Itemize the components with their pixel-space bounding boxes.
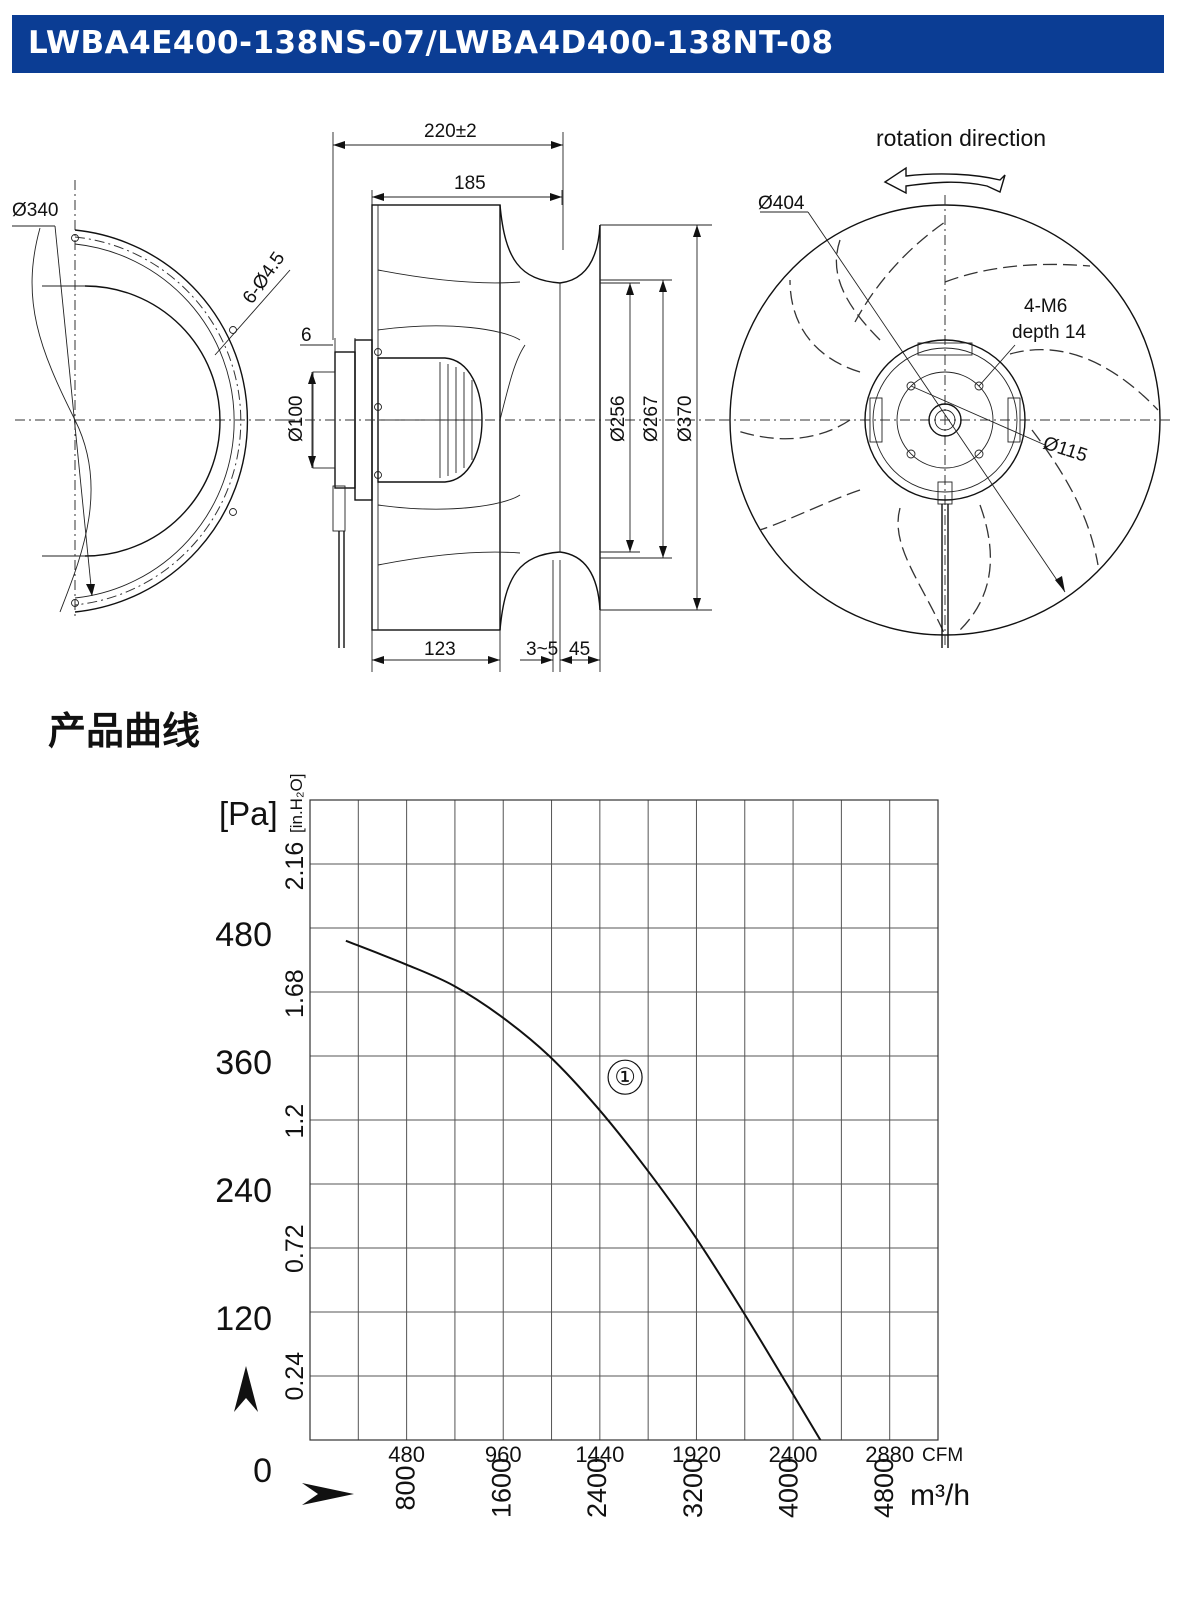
rotation-label: rotation direction [876,125,1046,151]
dim-d100: Ø100 [286,396,307,442]
cfm-tick-label: 2880 [865,1442,914,1467]
model-title: LWBA4E400-138NS-07/LWBA4D400-138NT-08 [28,25,834,61]
dim-d3-5: 3~5 [526,639,558,660]
m3h-tick-label: 800 [391,1465,421,1510]
dim-depth: depth 14 [1012,322,1086,343]
pa-tick-label: 480 [215,916,272,954]
plot-frame [309,799,939,1441]
cfm-unit-label: CFM [922,1445,963,1466]
pa-tick-label: 120 [215,1300,272,1338]
x-axis-arrow-icon [302,1483,354,1505]
pa-unit-label: [Pa] [219,795,278,832]
side-view [285,132,720,672]
performance-chart: 480 360 240 120 0 2.16 1.68 1.2 0.72 0.24 480 960 14… [215,774,970,1519]
dim-d220: 220±2 [424,121,477,142]
m3h-tick-label: 1600 [486,1458,516,1518]
m3h-tick-label: 3200 [678,1458,708,1518]
dim-d45: 45 [569,639,590,660]
m3h-tick-label: 4000 [773,1458,803,1518]
m3h-unit-label: m³/h [910,1479,970,1512]
pa-tick-label: 240 [215,1172,272,1210]
inh2o-tick-label: 1.2 [281,1104,309,1139]
inh2o-tick-label: 2.16 [281,842,309,891]
technical-drawings: Ø340 6-Ø4.5 [12,121,1170,672]
series-label-text: ① [614,1064,636,1091]
front-view [720,166,1170,648]
title-bar: LWBA4E400-138NS-07/LWBA4D400-138NT-08 [12,15,1164,73]
y-axis-arrow-icon [234,1366,258,1412]
dim-d267: Ø267 [641,396,662,442]
dim-d6: 6 [301,325,312,346]
cfm-tick-label: 960 [485,1442,522,1467]
chart-grid [310,800,938,1440]
m3h-tick-label: 2400 [582,1458,612,1518]
chart-ticks: 480 360 240 120 0 2.16 1.68 1.2 0.72 0.24 480 960 14… [215,842,914,1518]
dim-d404: Ø404 [758,193,805,214]
dim-d340: Ø340 [12,200,58,221]
dim-d115: Ø115 [1040,433,1089,467]
cfm-tick-label: 2400 [769,1442,818,1467]
pa-tick-label: 360 [215,1044,272,1082]
cfm-tick-label: 1920 [672,1442,721,1467]
dim-d256: Ø256 [608,396,629,442]
cfm-tick-label: 1440 [575,1442,624,1467]
pa-tick-label: 0 [253,1452,272,1490]
dim-d370: Ø370 [675,396,696,442]
dim-d185: 185 [454,173,486,194]
series-curve [345,939,822,1440]
inh2o-tick-label: 1.68 [281,969,309,1018]
dim-d123: 123 [424,639,456,660]
m3h-tick-label: 4800 [869,1458,899,1518]
inh2o-tick-label: 0.24 [281,1352,309,1401]
inlet-ring-view [12,180,295,620]
dim-m6: 4-M6 [1024,296,1067,317]
series-label: ① [607,1059,643,1095]
inh2o-unit-label: [in.H₂O] [287,774,306,834]
section-heading: 产品曲线 [48,709,201,753]
cfm-tick-label: 480 [388,1442,425,1467]
inh2o-tick-label: 0.72 [281,1224,309,1273]
